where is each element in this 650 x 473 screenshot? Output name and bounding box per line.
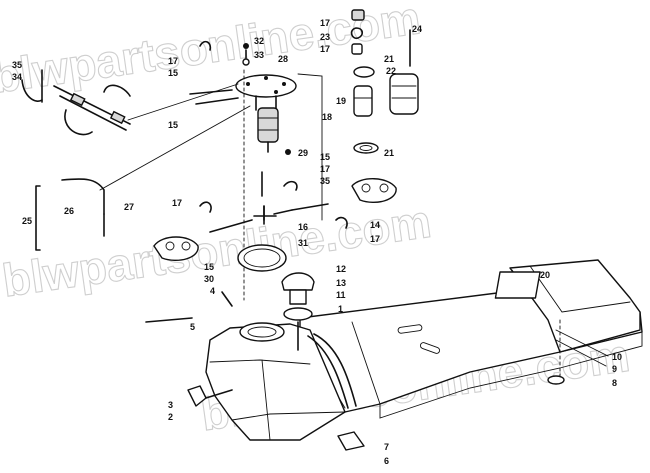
- callout-28: 28: [278, 54, 288, 64]
- callout-33: 33: [254, 50, 264, 60]
- callout-32: 32: [254, 36, 264, 46]
- callout-25: 25: [22, 216, 32, 226]
- callout-10: 10: [612, 352, 622, 362]
- fuel-pump-assembly: [235, 43, 297, 301]
- callout-1: 1: [338, 304, 343, 314]
- callout-29: 29: [298, 148, 308, 158]
- callout-20: 20: [540, 270, 550, 280]
- callout-21: 21: [384, 54, 394, 64]
- fuel-tank-base: [205, 259, 643, 441]
- callout-6: 6: [384, 456, 389, 466]
- callout-15: 15: [204, 262, 214, 272]
- callout-2: 2: [168, 412, 173, 422]
- callout-35: 35: [12, 60, 22, 70]
- callout-31: 31: [298, 238, 308, 248]
- callout-12: 12: [336, 264, 346, 274]
- callout-19: 19: [336, 96, 346, 106]
- vent-valve-left: [153, 236, 199, 262]
- callout-35: 35: [320, 176, 330, 186]
- callout-24: 24: [412, 24, 422, 34]
- fuel-filter: [353, 85, 373, 117]
- callout-16: 16: [298, 222, 308, 232]
- callout-26: 26: [64, 206, 74, 216]
- callout-17: 17: [320, 18, 330, 28]
- callout-21: 21: [384, 148, 394, 158]
- filter-assembly: [350, 9, 419, 154]
- callout-34: 34: [12, 72, 22, 82]
- callout-15: 15: [168, 120, 178, 130]
- callout-18: 18: [322, 112, 332, 122]
- callout-17: 17: [320, 44, 330, 54]
- rear-console: [509, 259, 641, 353]
- console-recess: [494, 271, 541, 299]
- vent-valve-right: [351, 178, 397, 204]
- callout-3: 3: [168, 400, 173, 410]
- callout-15: 15: [320, 152, 330, 162]
- callout-17: 17: [168, 56, 178, 66]
- callout-7: 7: [384, 442, 389, 452]
- callout-30: 30: [204, 274, 214, 284]
- sender-plate: [235, 74, 297, 98]
- filter-housing: [389, 73, 419, 115]
- callout-22: 22: [386, 66, 396, 76]
- tank-opening: [239, 322, 285, 342]
- callout-23: 23: [320, 32, 330, 42]
- callout-9: 9: [612, 364, 617, 374]
- callout-27: 27: [124, 202, 134, 212]
- callout-17: 17: [370, 234, 380, 244]
- bottom-bracket: [337, 431, 365, 451]
- callouts: 17 23 17 24 21 22 19 21 32 33 28 17 15 3…: [12, 18, 622, 466]
- callout-4: 4: [210, 286, 215, 296]
- callout-15: 15: [168, 68, 178, 78]
- callout-13: 13: [336, 278, 346, 288]
- callout-11: 11: [336, 290, 346, 300]
- callout-17: 17: [320, 164, 330, 174]
- fuel-pump: [257, 107, 279, 143]
- callout-17: 17: [172, 198, 182, 208]
- hoses-and-fittings: [21, 40, 609, 451]
- callout-5: 5: [190, 322, 195, 332]
- callout-14: 14: [370, 220, 380, 230]
- fuel-cap: [281, 272, 315, 291]
- callout-8: 8: [612, 378, 617, 388]
